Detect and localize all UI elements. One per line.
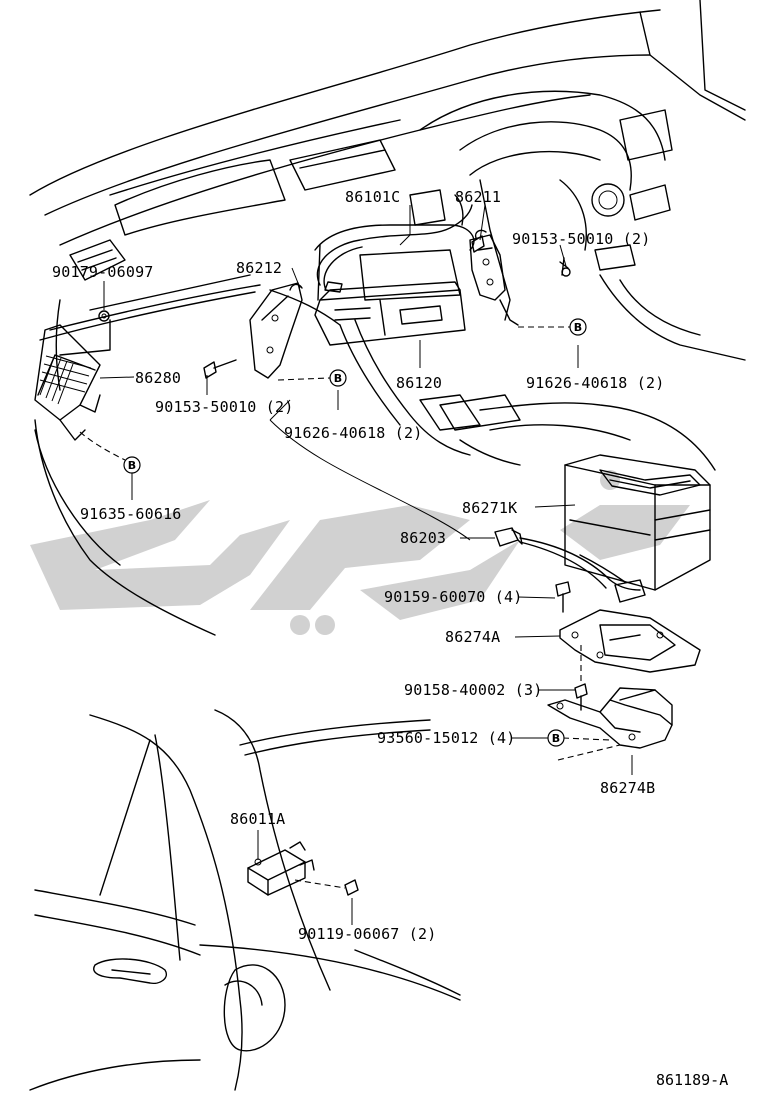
bracket-86211 xyxy=(469,229,519,326)
label-86271K: 86271K xyxy=(462,499,517,517)
label-90153-left: 90153-50010 (2) xyxy=(155,398,293,416)
label-86212: 86212 xyxy=(236,259,282,277)
bracket-86274A xyxy=(559,609,701,673)
amplifier-86280 xyxy=(34,324,101,441)
bolt-marker-b-left: B xyxy=(329,369,347,387)
bolt-marker-b-bracket: B xyxy=(547,729,565,747)
label-91626-right: 91626-40618 (2) xyxy=(526,374,664,392)
fasteners-top xyxy=(98,235,571,379)
bolt-marker-b-lower: B xyxy=(123,456,141,474)
bracket-86274B xyxy=(547,687,673,761)
label-86211: 86211 xyxy=(455,188,501,206)
dashboard-drawing xyxy=(29,0,746,636)
label-86120: 86120 xyxy=(396,374,442,392)
label-86274B: 86274B xyxy=(600,779,655,797)
label-90153-top: 90153-50010 (2) xyxy=(512,230,650,248)
svg-text:B: B xyxy=(574,321,582,334)
battery-86271K xyxy=(564,454,711,591)
label-86280: 86280 xyxy=(135,369,181,387)
watermark-logo xyxy=(30,470,690,635)
label-90158: 90158-40002 (3) xyxy=(404,681,542,699)
svg-text:B: B xyxy=(128,459,136,472)
label-90179: 90179-06097 xyxy=(52,263,154,281)
label-86011A: 86011A xyxy=(230,810,285,828)
label-86203: 86203 xyxy=(400,529,446,547)
label-90119: 90119-06067 (2) xyxy=(298,925,436,943)
svg-text:B: B xyxy=(334,372,342,385)
module-86011A xyxy=(247,841,359,896)
bolt-marker-b-right: B xyxy=(569,318,587,336)
label-91626-left: 91626-40618 (2) xyxy=(284,424,422,442)
label-86274A: 86274A xyxy=(445,628,500,646)
diagram-reference: 861189-A xyxy=(656,1071,728,1089)
bracket-86212 xyxy=(249,282,303,379)
connector-86203 xyxy=(494,527,646,603)
label-90159: 90159-60070 (4) xyxy=(384,588,522,606)
rear-quarter-drawing xyxy=(29,709,461,1091)
label-93560: 93560-15012 (4) xyxy=(377,729,515,747)
part-labels: 86101C 86211 90153-50010 (2) 90179-06097… xyxy=(52,188,728,1089)
label-91635: 91635-60616 xyxy=(80,505,182,523)
bolt-90158 xyxy=(574,645,588,711)
bolt-90159 xyxy=(555,581,571,613)
label-86101C: 86101C xyxy=(345,188,400,206)
svg-text:B: B xyxy=(552,732,560,745)
leader-lines xyxy=(79,204,633,925)
